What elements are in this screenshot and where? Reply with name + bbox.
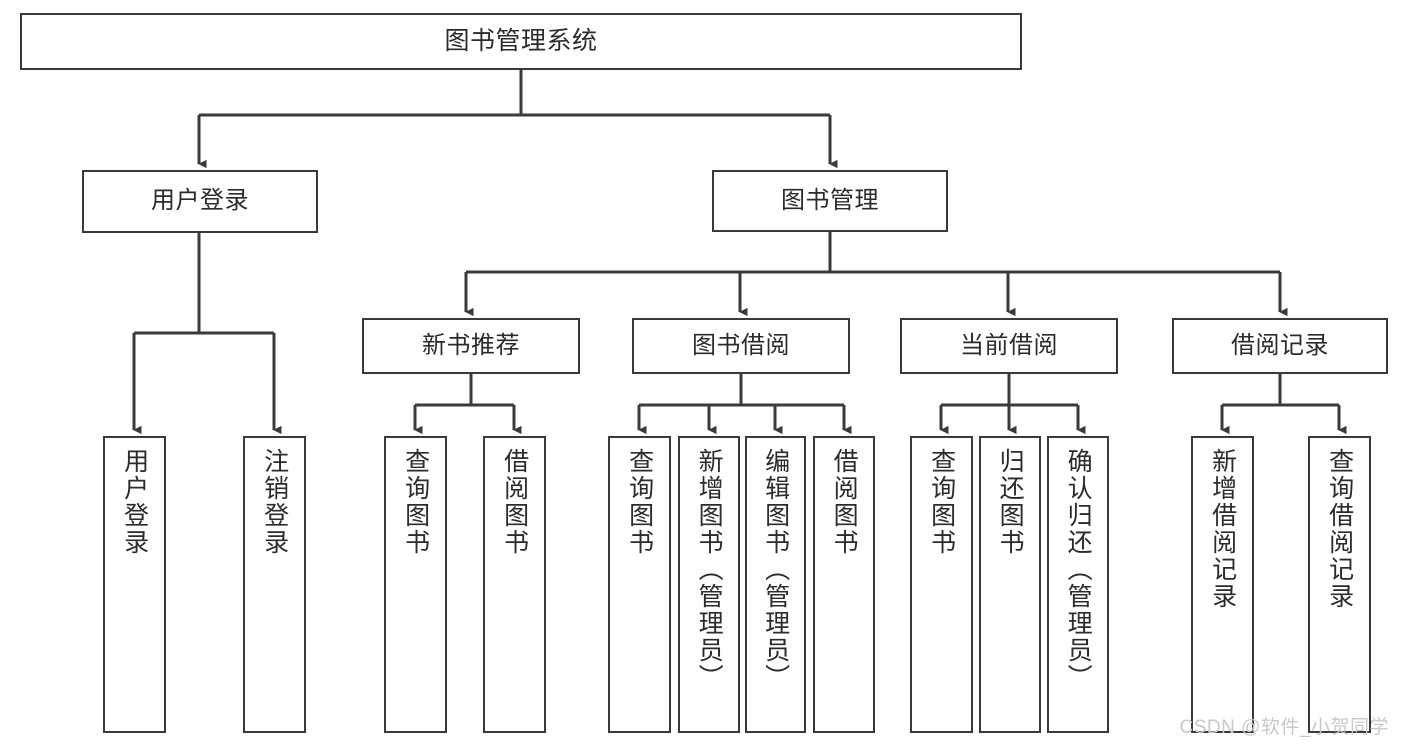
- node-label-leaf-query-book-1: 查询图书: [401, 448, 430, 556]
- node-leaf-query-book-2[interactable]: 查询图书: [608, 436, 671, 733]
- node-new-book-recommend[interactable]: 新书推荐: [362, 318, 580, 374]
- node-label-leaf-query-record: 查询借阅记录: [1325, 448, 1354, 610]
- node-leaf-query-book-3[interactable]: 查询图书: [910, 436, 973, 733]
- node-label-leaf-edit-book: 编辑图书（管理员）: [761, 448, 790, 691]
- node-label-leaf-return-book: 归还图书: [996, 448, 1025, 556]
- node-label-borrow-record: 借阅记录: [1231, 331, 1329, 359]
- node-leaf-borrow-book-1[interactable]: 借阅图书: [483, 436, 546, 733]
- node-label-leaf-add-record: 新增借阅记录: [1208, 448, 1237, 610]
- node-label-leaf-add-book: 新增图书（管理员）: [695, 448, 724, 691]
- node-label-book-borrow: 图书借阅: [692, 331, 790, 359]
- node-leaf-confirm-return[interactable]: 确认归还（管理员）: [1047, 436, 1109, 733]
- node-label-current-borrow: 当前借阅: [960, 331, 1058, 359]
- node-label-leaf-query-book-2: 查询图书: [625, 448, 654, 556]
- node-label-leaf-borrow-book-2: 借阅图书: [830, 448, 859, 556]
- watermark-text: CSDN @软件_小贺同学: [1179, 717, 1389, 738]
- node-leaf-query-book-1[interactable]: 查询图书: [384, 436, 447, 733]
- node-borrow-record[interactable]: 借阅记录: [1172, 318, 1388, 374]
- node-leaf-user-login[interactable]: 用户登录: [103, 436, 166, 733]
- node-label-new-book-recommend: 新书推荐: [422, 331, 520, 359]
- node-book-management[interactable]: 图书管理: [712, 170, 948, 232]
- node-root-system[interactable]: 图书管理系统: [20, 13, 1022, 70]
- node-label-leaf-logout-login: 注销登录: [260, 448, 289, 556]
- node-label-leaf-confirm-return: 确认归还（管理员）: [1064, 448, 1093, 691]
- node-user-login[interactable]: 用户登录: [82, 170, 318, 233]
- node-leaf-return-book[interactable]: 归还图书: [979, 436, 1041, 733]
- node-current-borrow[interactable]: 当前借阅: [900, 318, 1118, 374]
- node-label-leaf-query-book-3: 查询图书: [927, 448, 956, 556]
- node-label-root: 图书管理系统: [444, 26, 598, 55]
- node-label-leaf-user-login: 用户登录: [120, 448, 149, 556]
- node-leaf-borrow-book-2[interactable]: 借阅图书: [813, 436, 875, 733]
- node-leaf-query-record[interactable]: 查询借阅记录: [1308, 436, 1371, 733]
- node-label-leaf-borrow-book-1: 借阅图书: [500, 448, 529, 556]
- node-book-borrow[interactable]: 图书借阅: [632, 318, 850, 374]
- node-label-user-login: 用户登录: [151, 187, 249, 215]
- node-label-book-management: 图书管理: [781, 186, 879, 214]
- node-leaf-add-book[interactable]: 新增图书（管理员）: [678, 436, 740, 733]
- node-leaf-add-record[interactable]: 新增借阅记录: [1191, 436, 1254, 733]
- node-leaf-edit-book[interactable]: 编辑图书（管理员）: [745, 436, 806, 733]
- node-leaf-logout-login[interactable]: 注销登录: [243, 436, 306, 733]
